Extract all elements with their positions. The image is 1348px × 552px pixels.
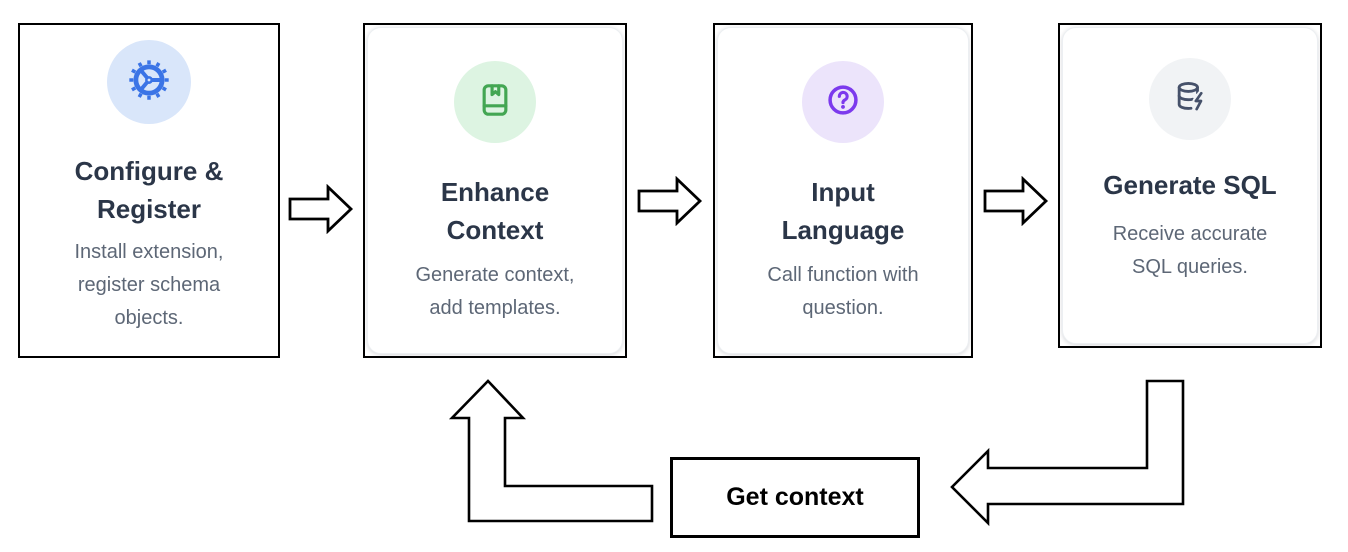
step-desc: Call function with question. [767, 264, 919, 319]
database-bolt-icon [1170, 77, 1210, 122]
step-title: Enhance Context [440, 177, 550, 245]
step-title: Input Language [781, 177, 905, 245]
right-block-arrow-icon [288, 183, 354, 235]
left-elbow-arrow-icon [950, 379, 1185, 527]
get-context-box: Get context [670, 457, 920, 538]
up-elbow-arrow-icon [448, 379, 654, 523]
step-title: Generate SQL [1103, 170, 1277, 200]
step-icon-circle [454, 61, 536, 143]
step-icon-circle [107, 40, 191, 124]
step-icon-circle [802, 61, 884, 143]
step-card-configure-register: Configure & Register Install extension, … [18, 23, 280, 358]
step-card-input-language: Input Language Call function with questi… [713, 23, 973, 358]
step-desc: Install extension, register schema objec… [74, 241, 224, 329]
right-block-arrow-icon [637, 175, 703, 227]
step-card-enhance-context: Enhance Context Generate context, add te… [363, 23, 627, 358]
step-title: Configure & Register [74, 156, 224, 224]
question-circle-icon [823, 80, 863, 125]
step-desc: Receive accurate SQL queries. [1112, 223, 1268, 278]
step-desc: Generate context, add templates. [415, 264, 575, 319]
gear-icon [128, 59, 170, 106]
right-block-arrow-icon [983, 175, 1049, 227]
step-card-generate-sql: Generate SQL Receive accurate SQL querie… [1058, 23, 1322, 348]
step-icon-circle [1149, 58, 1231, 140]
book-bookmark-icon [475, 80, 515, 125]
get-context-label: Get context [726, 483, 864, 511]
